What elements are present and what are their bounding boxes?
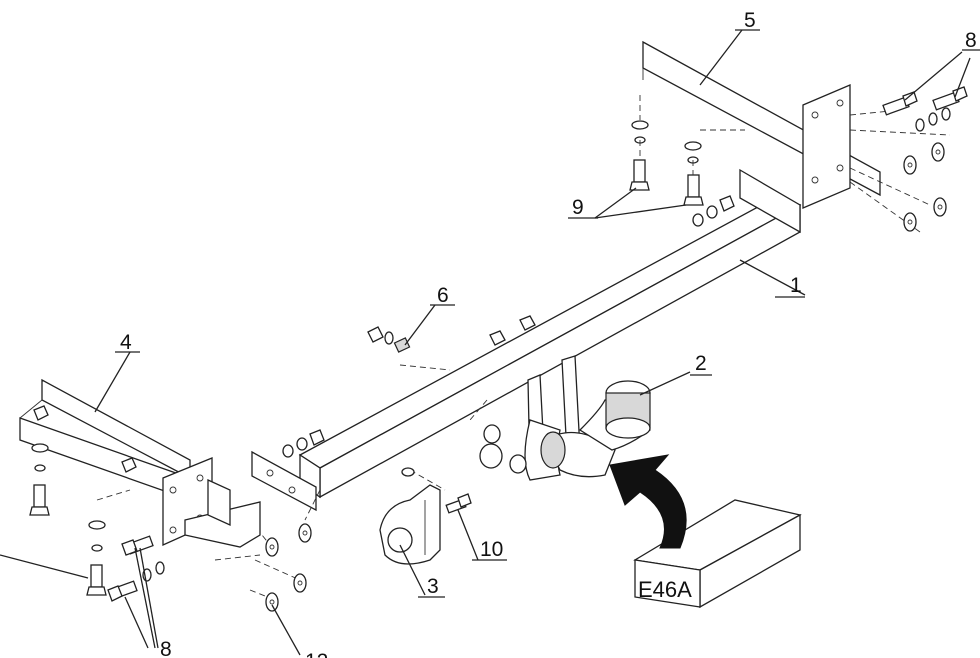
label-5: 5 — [744, 9, 756, 32]
label-8-top: 8 — [965, 29, 977, 52]
label-6: 6 — [437, 284, 449, 307]
label-3: 3 — [427, 575, 439, 598]
leader-lines — [0, 29, 980, 656]
label-2: 2 — [695, 352, 707, 375]
label-12: 12 — [305, 650, 328, 658]
socket-plate — [379, 467, 472, 565]
bolts-left-bottom — [107, 535, 165, 602]
label-10: 10 — [480, 538, 503, 561]
part-code-box: E46A — [633, 499, 802, 609]
label-4: 4 — [120, 331, 132, 354]
main-crossbar — [251, 168, 802, 512]
label-8-bottom: 8 — [160, 638, 172, 658]
label-9: 9 — [572, 196, 584, 219]
curved-arrow — [609, 454, 687, 549]
bolts-9 — [629, 120, 704, 206]
label-1: 1 — [790, 274, 802, 297]
bolts-right-top — [882, 86, 968, 232]
tow-ball-assembly — [479, 355, 651, 481]
washers-bottom — [265, 523, 312, 612]
bracket-left — [19, 378, 261, 596]
nut-washer-6 — [367, 326, 411, 353]
part-code-text: E46A — [638, 577, 692, 602]
part-number-labels: 1 2 3 4 5 6 8 8 9 10 12 — [120, 9, 977, 658]
bracket-right — [639, 40, 951, 233]
